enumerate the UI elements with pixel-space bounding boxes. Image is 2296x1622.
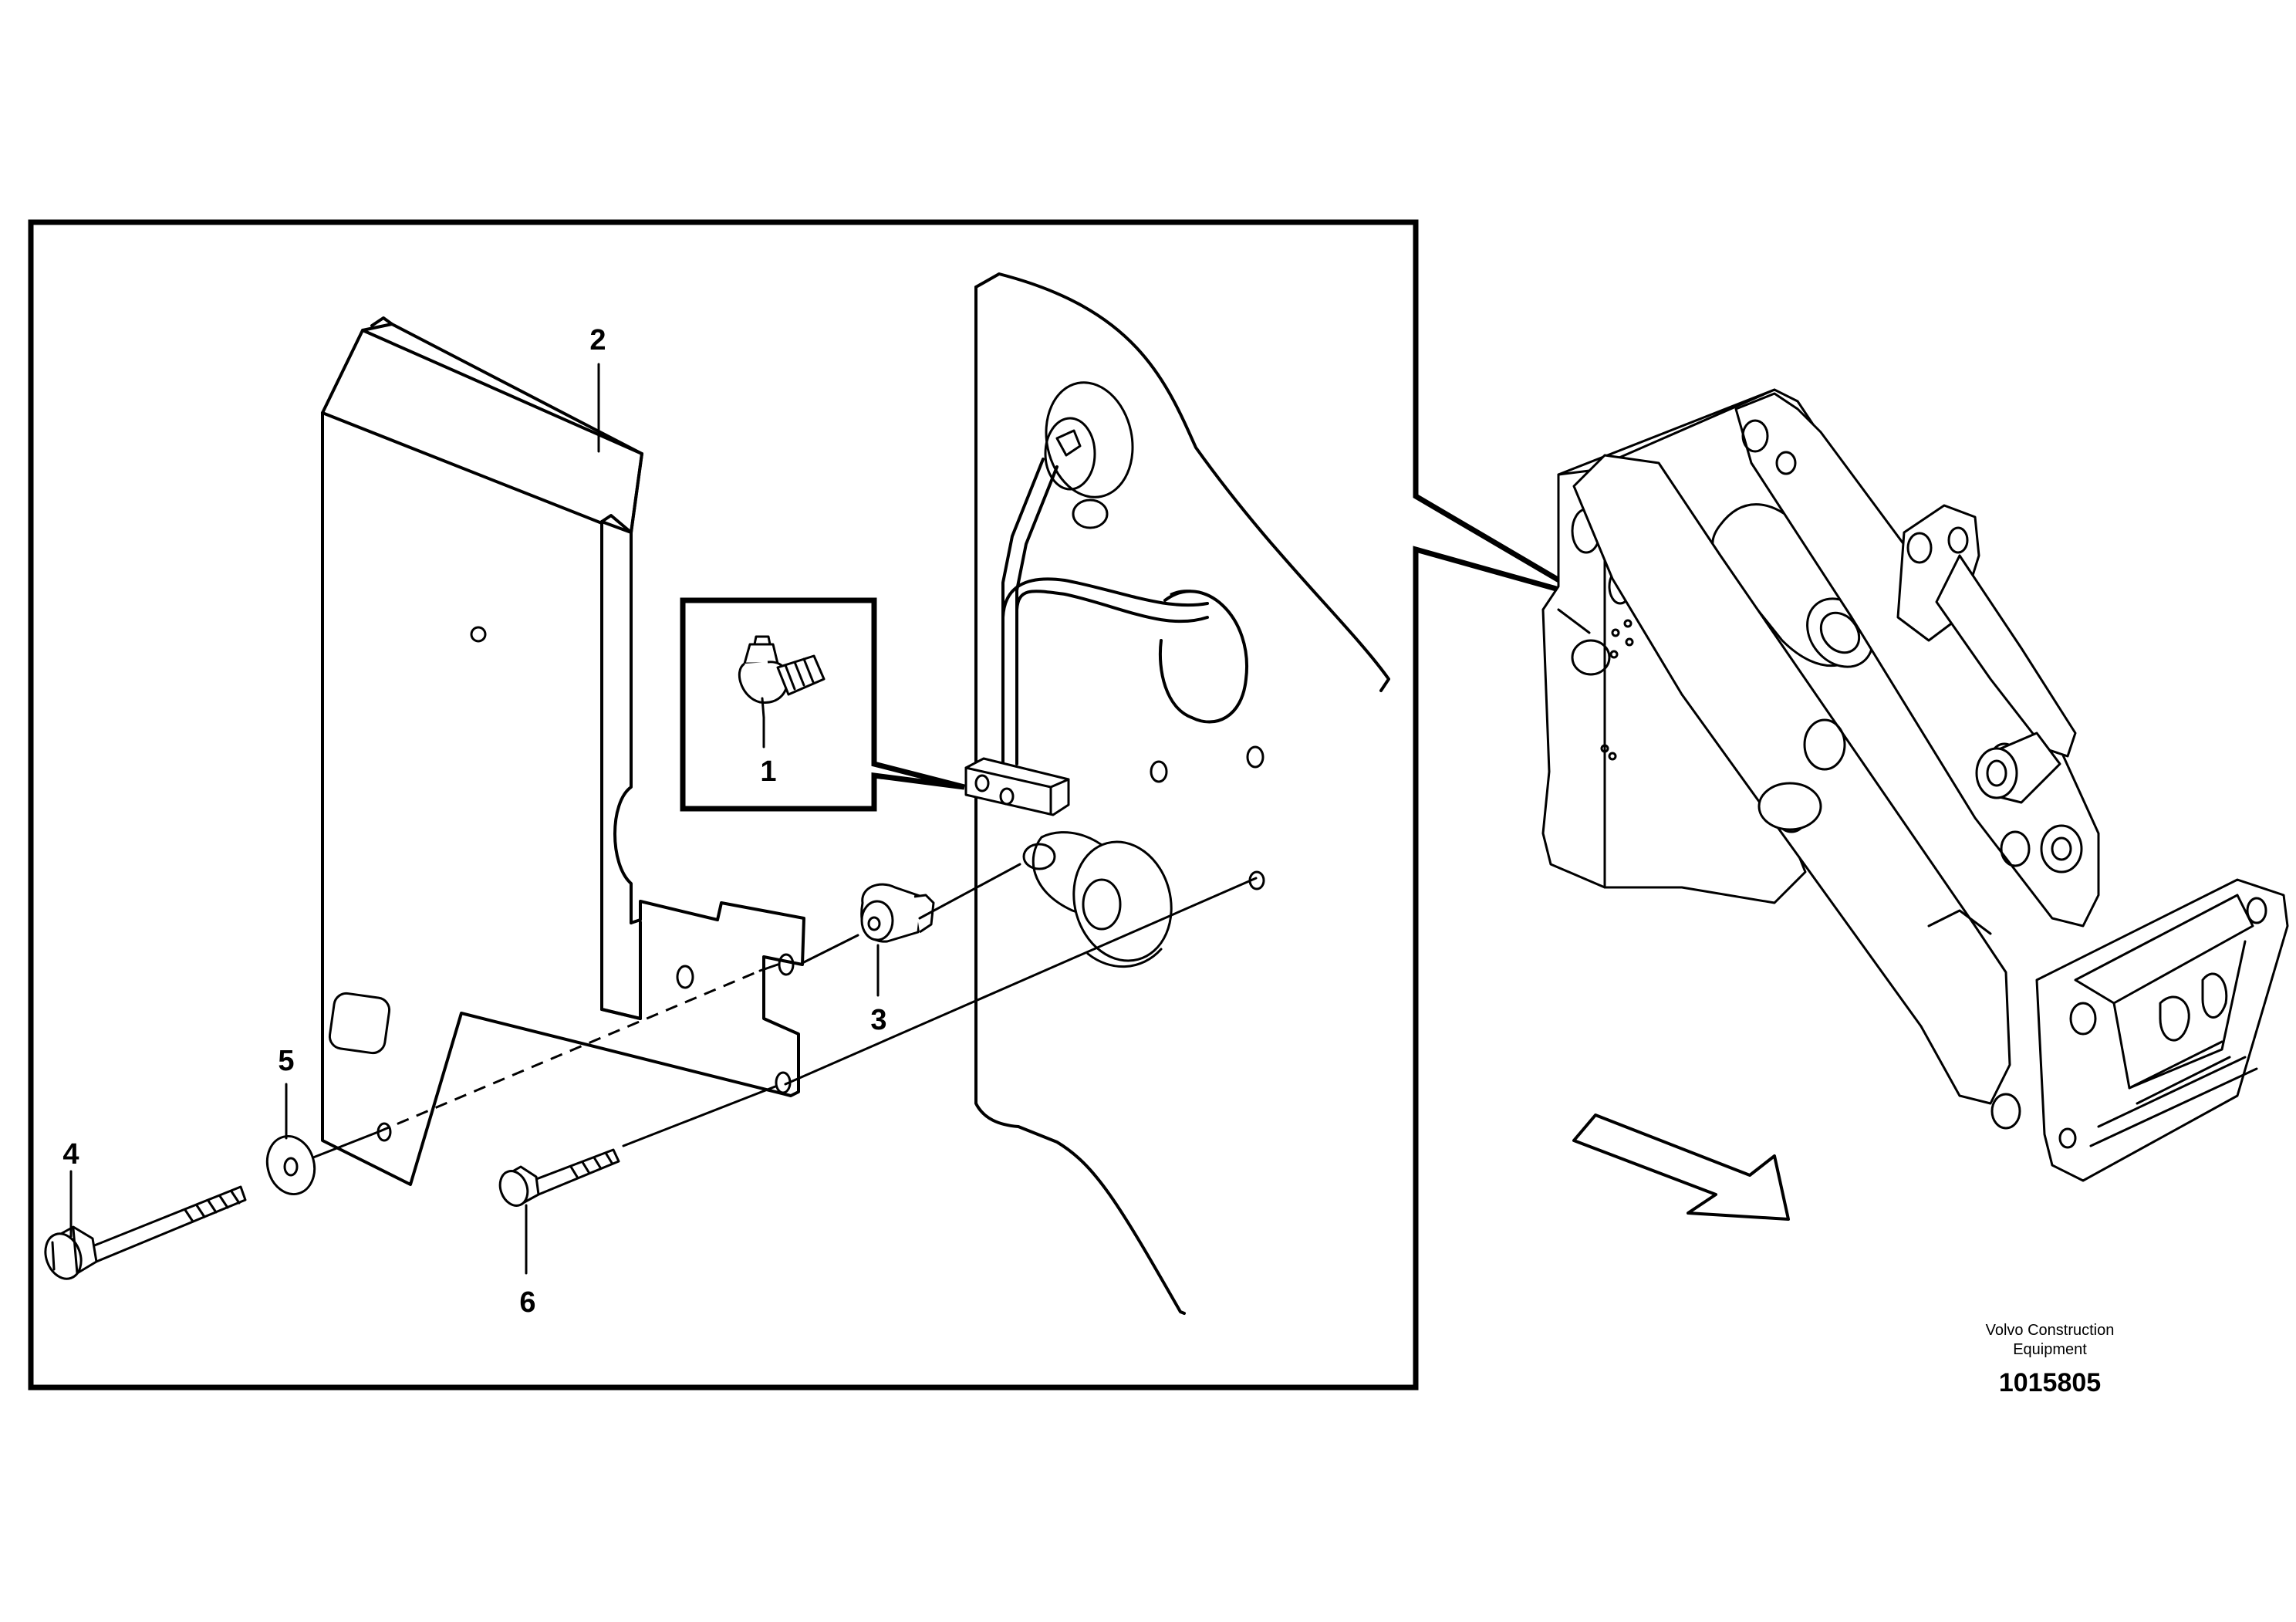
long-bolt bbox=[44, 1185, 247, 1280]
lubrication-lines bbox=[964, 458, 1209, 816]
spacer bbox=[860, 883, 935, 943]
leader-lines bbox=[69, 363, 880, 1275]
figure-number: 1015805 bbox=[1999, 1368, 2101, 1397]
mounting-bracket bbox=[974, 272, 1390, 1315]
callout-1: 1 bbox=[760, 755, 776, 788]
direction-arrow bbox=[1572, 1113, 1790, 1221]
lift-arm-assembly bbox=[1541, 388, 2289, 1182]
callout-6: 6 bbox=[519, 1286, 535, 1319]
assembly-lines bbox=[312, 863, 1258, 1159]
short-bolt bbox=[498, 1148, 620, 1207]
callout-3: 3 bbox=[870, 1004, 886, 1036]
detail-frame bbox=[28, 219, 1591, 1391]
callout-2: 2 bbox=[589, 324, 606, 357]
callout-4: 4 bbox=[62, 1138, 79, 1171]
grease-nipple bbox=[738, 635, 826, 719]
publisher-name-line2: Equipment bbox=[2013, 1341, 2087, 1358]
grease-nipple-inset bbox=[680, 597, 965, 812]
callout-5: 5 bbox=[278, 1045, 294, 1077]
publisher-name-line1: Volvo Construction bbox=[1986, 1322, 2115, 1339]
washer bbox=[265, 1134, 316, 1196]
cover-plate bbox=[321, 316, 805, 1186]
